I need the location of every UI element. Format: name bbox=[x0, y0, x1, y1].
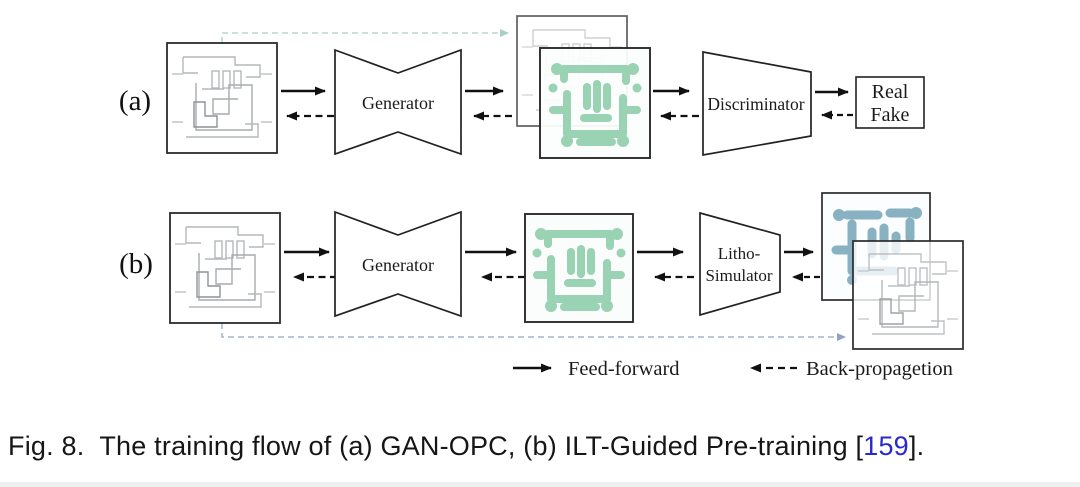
legend-feed-forward-label: Feed-forward bbox=[568, 358, 680, 380]
real-label: Real bbox=[872, 81, 909, 103]
caption-body: The training flow of (a) GAN-OPC, (b) IL… bbox=[84, 431, 856, 461]
fake-label: Fake bbox=[871, 104, 910, 126]
training-flow-diagram: (a) Generator Discriminator Real Fake (b… bbox=[119, 15, 964, 380]
discriminator-node: Discriminator bbox=[702, 50, 812, 157]
real-fake-box: Real Fake bbox=[855, 76, 925, 129]
input-layout-a bbox=[166, 42, 278, 154]
litho-simulator-label-line1: Litho- bbox=[718, 244, 761, 263]
row-b-label: (b) bbox=[119, 248, 153, 280]
litho-simulator-node: Litho- Simulator bbox=[699, 211, 781, 317]
generator-b-node: Generator bbox=[334, 210, 462, 318]
legend: Feed-forward Back-propagetion bbox=[513, 358, 953, 380]
generator-a-node: Generator bbox=[334, 48, 462, 156]
figure-caption: Fig. 8. The training flow of (a) GAN-OPC… bbox=[8, 431, 1076, 462]
row-a-label: (a) bbox=[119, 85, 151, 117]
target-layout-b bbox=[852, 240, 964, 350]
litho-simulator-label-line2: Simulator bbox=[705, 266, 772, 285]
page-edge-strip bbox=[0, 482, 1080, 487]
legend-back-propagation-label: Back-propagetion bbox=[806, 358, 953, 380]
input-layout-b bbox=[169, 212, 281, 324]
target-guide-line-a bbox=[221, 29, 509, 43]
caption-prefix: Fig. 8. bbox=[8, 431, 85, 461]
generator-b-label: Generator bbox=[362, 255, 434, 275]
target-guide-line-b bbox=[221, 323, 846, 341]
discriminator-label: Discriminator bbox=[707, 94, 804, 114]
caption-bracket-close: ]. bbox=[908, 431, 925, 461]
generated-mask-a bbox=[539, 47, 651, 159]
caption-bracket-open: [ bbox=[855, 431, 864, 461]
caption-citation[interactable]: 159 bbox=[863, 431, 909, 461]
generated-mask-b bbox=[524, 213, 634, 323]
generator-a-label: Generator bbox=[362, 93, 434, 113]
